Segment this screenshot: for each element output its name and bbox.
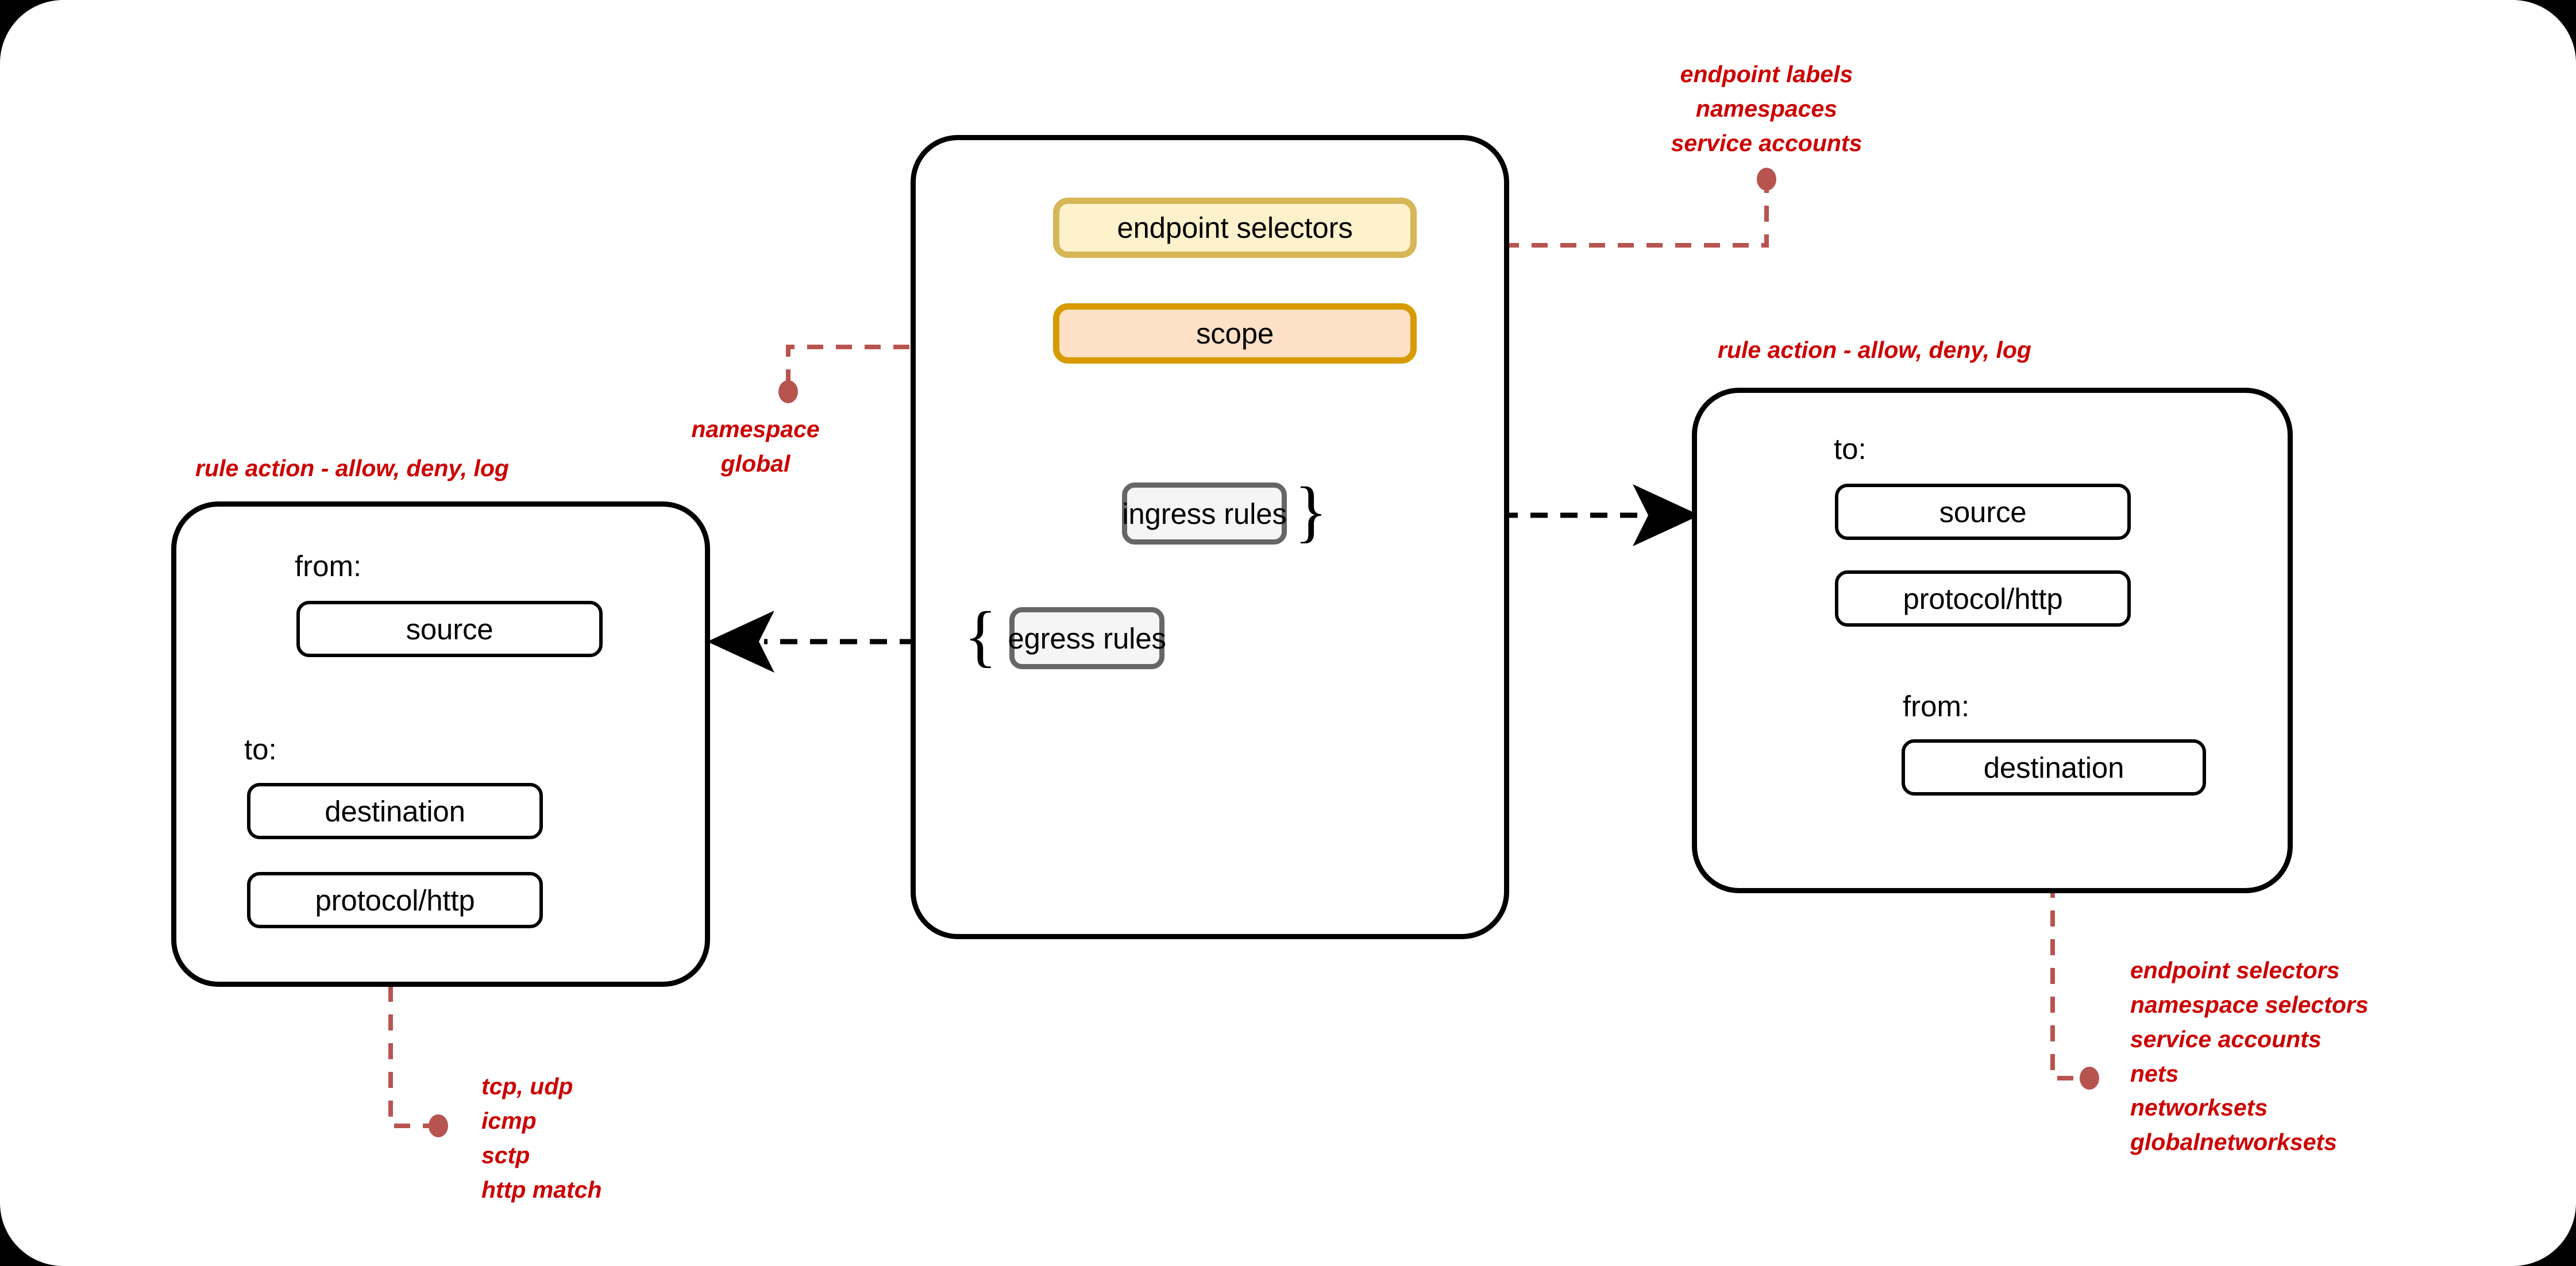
left-node-protocol-http[interactable]: protocol/http bbox=[247, 872, 543, 928]
annotation-line: tcp, udp bbox=[481, 1073, 573, 1099]
left-node-destination[interactable]: destination bbox=[247, 783, 543, 839]
annotation-line: service accounts bbox=[1671, 129, 1862, 156]
annotation-line: endpoint labels bbox=[1680, 61, 1853, 87]
annotation-destination-note: endpoint selectors namespace selectors s… bbox=[2130, 954, 2369, 1160]
left-node-source[interactable]: source bbox=[296, 601, 603, 657]
node-scope[interactable]: scope bbox=[1053, 303, 1417, 364]
annotation-line: sctp bbox=[481, 1141, 530, 1168]
brace-ingress-close: } bbox=[1294, 473, 1328, 549]
left-to-label: to: bbox=[244, 733, 277, 766]
annotation-line: nets bbox=[2130, 1060, 2179, 1087]
node-egress-rules[interactable]: egress rules bbox=[1008, 607, 1166, 669]
annotation-protocol-note: tcp, udp icmp sctp http match bbox=[481, 1070, 602, 1207]
annotation-line: service accounts bbox=[2130, 1025, 2322, 1052]
right-from-label: from: bbox=[1903, 690, 1970, 723]
annotation-scope-note: namespace global bbox=[675, 412, 836, 481]
annotation-line: global bbox=[720, 450, 790, 477]
node-ingress-rules[interactable]: ingress rules bbox=[1122, 483, 1287, 545]
annotation-line: endpoint selectors bbox=[2130, 957, 2340, 983]
annotation-rule-action-left: rule action - allow, deny, log bbox=[195, 455, 509, 481]
annotation-line: namespace selectors bbox=[2130, 991, 2369, 1018]
node-endpoint-selectors[interactable]: endpoint selectors bbox=[1053, 198, 1417, 258]
annotation-line: namespaces bbox=[1695, 95, 1838, 122]
annotation-line: networksets bbox=[2130, 1094, 2268, 1121]
right-node-source[interactable]: source bbox=[1835, 484, 2131, 540]
annotation-line: namespace bbox=[691, 416, 820, 442]
annotation-line: globalnetworksets bbox=[2130, 1129, 2337, 1156]
brace-egress-open: { bbox=[964, 597, 997, 674]
right-node-protocol-http[interactable]: protocol/http bbox=[1835, 570, 2131, 627]
annotation-line: http match bbox=[481, 1176, 602, 1203]
left-from-label: from: bbox=[295, 550, 362, 582]
right-to-label: to: bbox=[1834, 433, 1867, 465]
ingress-rule-panel bbox=[1692, 388, 2293, 893]
right-node-destination[interactable]: destination bbox=[1902, 739, 2206, 796]
annotation-line: icmp bbox=[481, 1107, 537, 1134]
annotation-endpoint-selectors-note: endpoint labels namespaces service accou… bbox=[1634, 57, 1899, 161]
annotation-rule-action-right: rule action - allow, deny, log bbox=[1718, 337, 2031, 363]
